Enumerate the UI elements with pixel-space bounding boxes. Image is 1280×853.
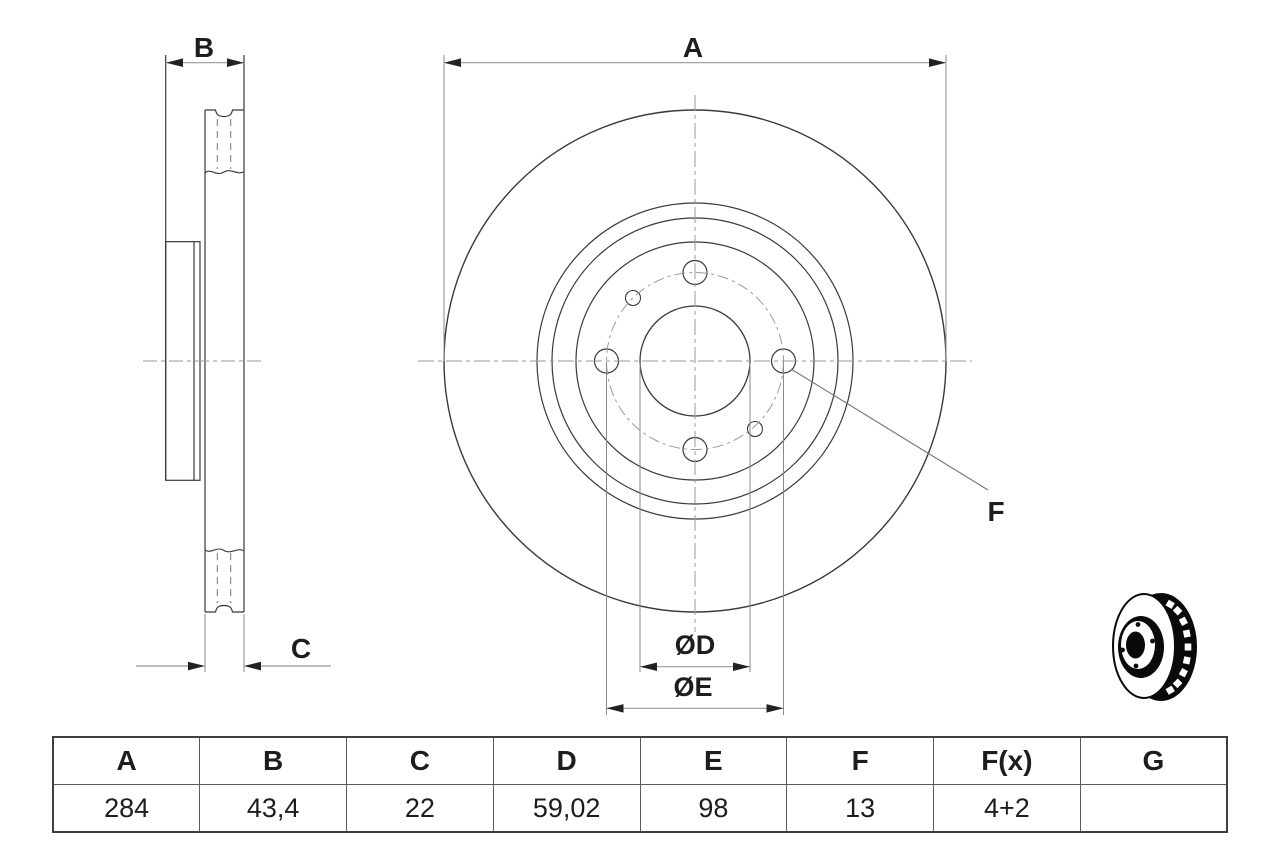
table-header-c: C bbox=[346, 736, 494, 785]
table-value-g bbox=[1079, 784, 1228, 833]
dim-e-label: ØE bbox=[673, 672, 712, 702]
dim-d-arrow-left bbox=[640, 662, 657, 671]
section-view bbox=[165, 55, 245, 613]
table-value-e: 98 bbox=[639, 784, 788, 833]
dim-d-label: ØD bbox=[675, 630, 716, 660]
spec-table: A B C D E F F(x) G 284 43,4 22 59,02 98 … bbox=[52, 736, 1228, 833]
callout-f: F bbox=[790, 368, 1005, 527]
section-vent-dashes-bottom bbox=[216, 553, 232, 603]
dim-a-arrow-right bbox=[929, 58, 946, 67]
dim-c-arrow-right bbox=[244, 661, 261, 671]
section-vent-dashes-top bbox=[216, 119, 232, 169]
dimension-d: ØD bbox=[639, 363, 751, 672]
table-value-d: 59,02 bbox=[492, 784, 641, 833]
table-value-f: 13 bbox=[786, 784, 934, 833]
icon-bolt-holes bbox=[1120, 622, 1155, 669]
dim-a-label: A bbox=[683, 32, 703, 63]
dim-b-arrow-left bbox=[166, 58, 183, 67]
pin-hole-upper-left bbox=[624, 289, 642, 307]
f-leader-line bbox=[790, 368, 989, 491]
pin-hole-lower-right bbox=[746, 420, 764, 438]
dim-e-arrow-right bbox=[766, 704, 784, 713]
icon-rim-vent-slots bbox=[1165, 599, 1192, 695]
spec-table-value-row: 284 43,4 22 59,02 98 13 4+2 bbox=[52, 784, 1228, 833]
dimension-b: B bbox=[166, 32, 244, 67]
dimension-a: A bbox=[443, 32, 947, 361]
table-header-e: E bbox=[639, 736, 788, 785]
spec-table-header-row: A B C D E F F(x) G bbox=[52, 736, 1228, 785]
table-header-d: D bbox=[492, 736, 641, 785]
dim-c-label: C bbox=[291, 633, 311, 664]
dim-d-arrow-right bbox=[733, 662, 750, 671]
table-header-f: F bbox=[786, 736, 934, 785]
table-header-fx: F(x) bbox=[933, 736, 1081, 785]
dim-c-arrow-left bbox=[188, 661, 205, 671]
section-ring-top-edge bbox=[205, 109, 244, 118]
dimension-c: C bbox=[136, 614, 331, 672]
section-ring-bottom-edge bbox=[205, 604, 244, 613]
table-header-b: B bbox=[199, 736, 347, 785]
dim-a-arrow-left bbox=[444, 58, 461, 67]
table-value-b: 43,4 bbox=[199, 784, 347, 833]
f-label: F bbox=[987, 496, 1004, 527]
dim-b-label: B bbox=[194, 32, 214, 63]
table-header-a: A bbox=[52, 736, 201, 785]
icon-center-bore bbox=[1126, 631, 1145, 659]
brake-disc-3d-icon bbox=[1112, 593, 1197, 701]
section-break-line-bottom bbox=[204, 548, 245, 553]
dim-e-arrow-left bbox=[606, 704, 624, 713]
section-break-line-top bbox=[204, 170, 245, 175]
dimension-e: ØE bbox=[606, 362, 784, 715]
table-value-c: 22 bbox=[346, 784, 494, 833]
dim-b-arrow-right bbox=[227, 58, 244, 67]
table-value-a: 284 bbox=[52, 784, 201, 833]
table-header-g: G bbox=[1079, 736, 1228, 785]
table-value-fx: 4+2 bbox=[933, 784, 1081, 833]
